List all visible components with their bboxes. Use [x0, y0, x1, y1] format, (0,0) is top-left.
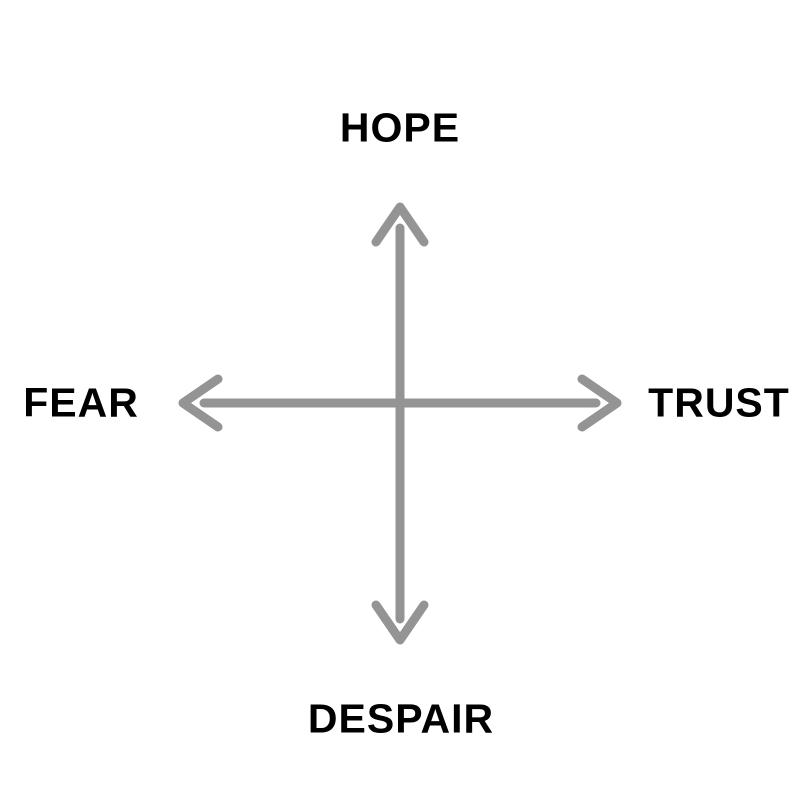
down-arrowhead-icon [371, 600, 429, 645]
right-arrowhead-icon [577, 374, 622, 432]
axis-label-fear: FEAR [23, 379, 139, 426]
horizontal-axis-arrow [178, 374, 622, 432]
left-arrowhead-icon [178, 374, 223, 432]
axis-label-despair: DESPAIR [307, 695, 495, 742]
up-arrowhead-icon [371, 202, 429, 247]
axis-label-hope: HOPE [339, 104, 461, 151]
vertical-axis-arrow [371, 202, 429, 645]
axis-label-trust: TRUST [648, 379, 790, 426]
